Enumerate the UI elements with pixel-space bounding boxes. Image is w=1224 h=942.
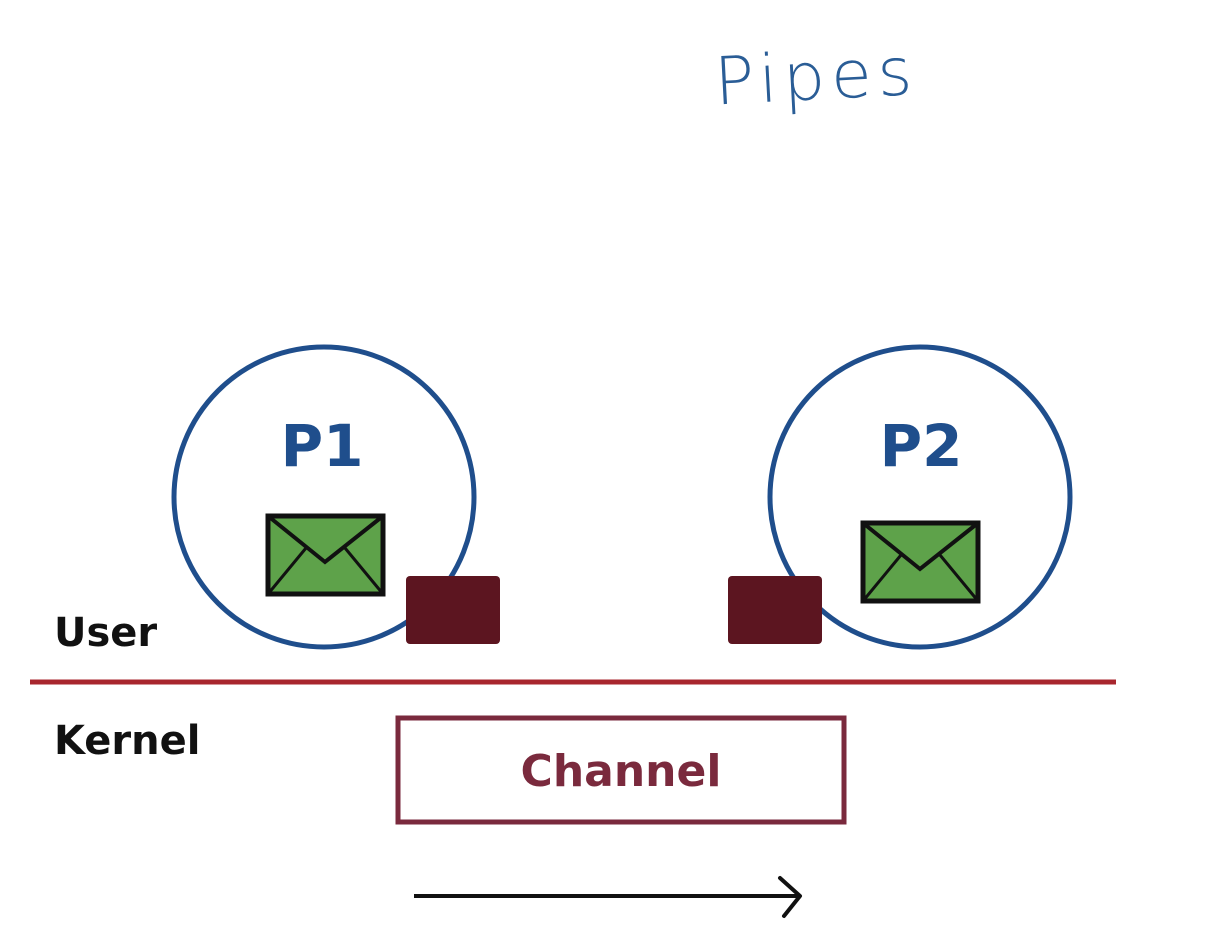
kernel-channel: Channel <box>395 715 847 825</box>
process-1: P1 <box>171 344 500 650</box>
process-1-label: P1 <box>281 412 364 480</box>
diagram-title: Pipes <box>712 33 919 121</box>
envelope-icon <box>265 513 386 597</box>
process-2-pipe-end <box>728 576 822 644</box>
process-1-pipe-end <box>406 576 500 644</box>
arrow-right-icon <box>414 876 802 918</box>
channel-label: Channel <box>521 746 722 797</box>
process-2-circle <box>767 344 1073 650</box>
process-1-circle <box>171 344 477 650</box>
kernel-layer-label: Kernel <box>54 718 200 764</box>
channel-box <box>395 715 847 825</box>
process-2: P2 <box>728 344 1073 650</box>
envelope-icon <box>860 520 981 604</box>
process-2-label: P2 <box>880 412 963 480</box>
user-layer-label: User <box>54 610 157 656</box>
